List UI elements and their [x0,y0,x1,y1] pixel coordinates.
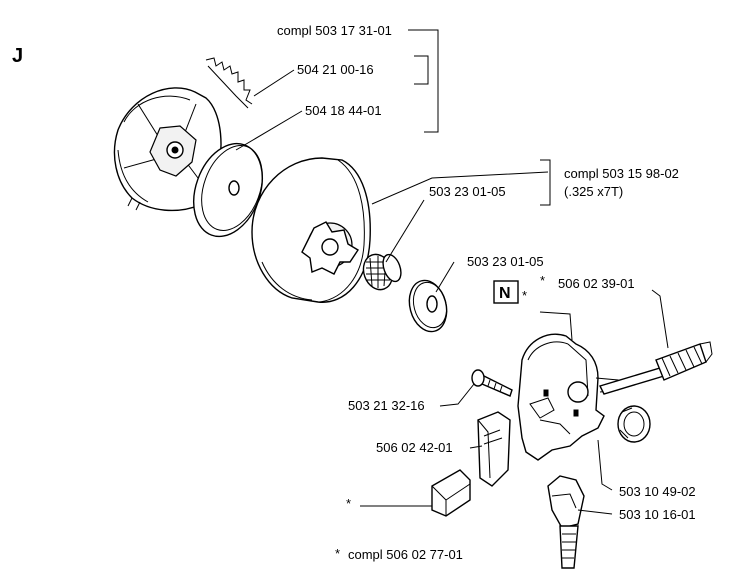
leader-506-02-42-01 [469,445,483,449]
label-506-02-39-01: 506 02 39-01 [558,276,635,291]
leader-504-18-44-01 [235,110,303,151]
label-503-10-16-01: 503 10 16-01 [619,507,696,522]
label-506-02-42-01: 506 02 42-01 [376,440,453,455]
label-asterisk-506-02-39-01: * [540,273,545,288]
bracket-504-21-00-16 [414,55,429,85]
label-504-21-00-16: 504 21 00-16 [297,62,374,77]
label-325-x7t: (.325 x7T) [564,184,623,199]
leader-503-23-01-05-b [435,261,455,293]
bracket-compl-503-17-31-01 [424,29,439,133]
leader-n-box [539,311,573,341]
needle-bearing [362,253,402,291]
thrust-washer [408,279,448,333]
label-504-18-44-01: 504 18 44-01 [305,103,382,118]
section-letter: J [12,45,23,67]
oil-pipe [547,475,585,569]
n-box-label: N [499,285,511,302]
mounting-screw [471,369,513,397]
bracket-compl-503-15-98-02 [540,159,551,206]
leader-503-10-16-01 [577,509,613,515]
label-503-10-49-02: 503 10 49-02 [619,484,696,499]
clutch-drum [251,157,371,303]
plug-cap [617,405,651,443]
leader-503-10-49-02 [597,439,613,491]
oil-filter [431,469,471,517]
label-compl-503-15-98-02: compl 503 15 98-02 [564,166,679,181]
oil-pump-housing [517,333,619,461]
leader-compl-503-15-98-02 [371,171,549,205]
leader-504-21-00-16 [253,69,295,97]
label-compl-506-02-77-01: compl 506 02 77-01 [348,547,463,562]
leader-503-21-32-16 [439,383,475,407]
label-filter-asterisk: * [346,496,351,511]
label-503-23-01-05-a: 503 23 01-05 [429,184,506,199]
label-503-21-32-16: 503 21 32-16 [348,398,425,413]
label-compl-503-17-31-01: compl 503 17 31-01 [277,23,392,38]
label-footnote-asterisk: * [335,546,340,561]
n-box [493,280,519,304]
label-503-23-01-05-b: 503 23 01-05 [467,254,544,269]
leader-503-23-01-05-a [385,199,425,263]
worm-shaft [599,341,713,395]
n-box-asterisk: * [522,288,527,303]
leader-506-02-39-01 [651,289,669,349]
clutch-shoe-assembly [113,87,222,212]
pump-bracket [477,411,511,487]
clutch-spring [205,57,253,109]
